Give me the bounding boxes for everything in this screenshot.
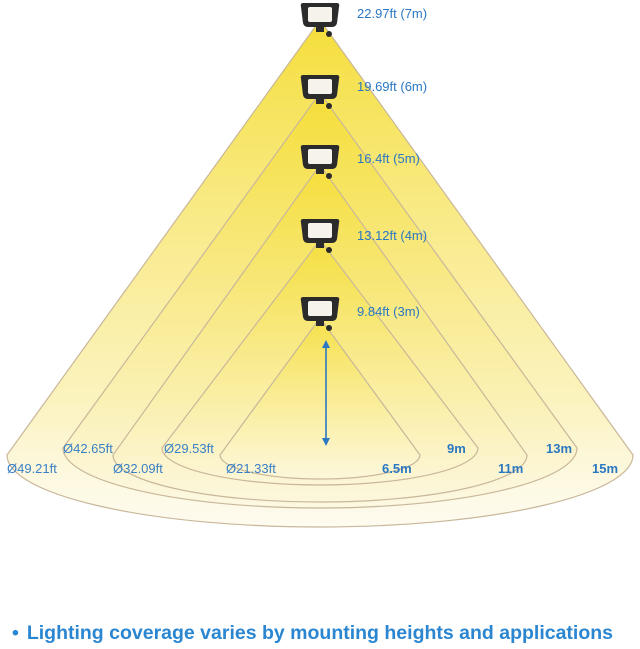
fixture-7m (300, 3, 340, 37)
height-label-5m: 16.4ft (5m) (357, 151, 420, 166)
height-label-7m: 22.97ft (7m) (357, 6, 427, 21)
caption: • Lighting coverage varies by mounting he… (12, 622, 640, 645)
diameter-label-7m: Ø49.21ft (7, 461, 57, 476)
caption-text: Lighting coverage varies by mounting hei… (26, 622, 613, 644)
flood-light-icon (300, 145, 340, 179)
radius-label-15m: 15m (592, 461, 618, 476)
flood-light-icon (300, 3, 340, 37)
fixture-4m (300, 219, 340, 253)
fixture-5m (300, 145, 340, 179)
diameter-label-3m: Ø21.33ft (226, 461, 276, 476)
flood-light-icon (300, 75, 340, 109)
flood-light-icon (300, 219, 340, 253)
height-label-6m: 19.69ft (6m) (357, 79, 427, 94)
diameter-label-6m: Ø42.65ft (63, 441, 113, 456)
height-arrow-icon (322, 340, 330, 446)
fixture-3m (300, 297, 340, 331)
radius-label-13m: 13m (546, 441, 572, 456)
diameter-label-5m: Ø32.09ft (113, 461, 163, 476)
cone-3m (219, 316, 421, 480)
height-label-4m: 13.12ft (4m) (357, 228, 427, 243)
radius-label-11m: 11m (498, 461, 523, 476)
fixture-6m (300, 75, 340, 109)
flood-light-icon (300, 297, 340, 331)
diameter-label-4m: Ø29.53ft (164, 441, 214, 456)
height-label-3m: 9.84ft (3m) (357, 304, 420, 319)
radius-label-6-5m: 6.5m (382, 461, 412, 476)
caption-bullet: • (12, 622, 19, 644)
radius-label-9m: 9m (447, 441, 466, 456)
